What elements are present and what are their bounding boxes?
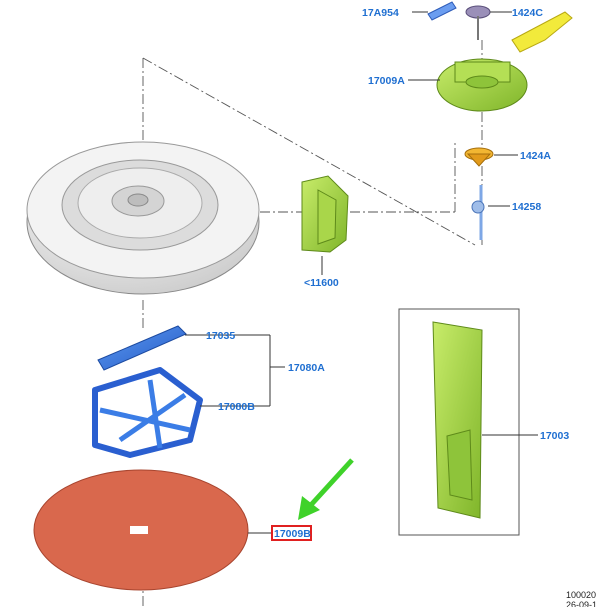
leader-lines [185,11,538,534]
highlight-box [271,525,312,541]
cone-1424A [464,147,494,167]
pin-14258 [471,185,485,240]
toolboard-inset [398,308,520,536]
spare-tire [26,141,260,295]
label-17080B: 17080B [218,401,255,413]
label-17080A: 17080A [288,362,325,374]
label-17009A: 17009A [368,75,405,87]
knob-1424C [465,5,491,40]
footer-code-line2: 26-09-1 [566,600,597,607]
label-11600: <11600 [304,277,339,289]
jack-17080B [92,367,203,458]
label-17003: 17003 [540,430,569,442]
green-arrow [298,458,354,520]
label-17035: 17035 [206,330,235,342]
footer-code-line1: 100020 [566,590,596,600]
label-14258: 14258 [512,201,541,213]
label-1424C: 1424C [512,7,543,19]
bolt-17A954 [427,1,457,21]
label-17A954: 17A954 [362,7,399,19]
holder-17009A [436,58,528,112]
handle-17035 [97,325,187,371]
label-17009B: 17009B [274,528,311,540]
bracket-11600 [301,175,349,253]
label-1424A: 1424A [520,150,551,162]
mat-17009B [33,469,249,591]
wrench-yellow [511,11,573,53]
